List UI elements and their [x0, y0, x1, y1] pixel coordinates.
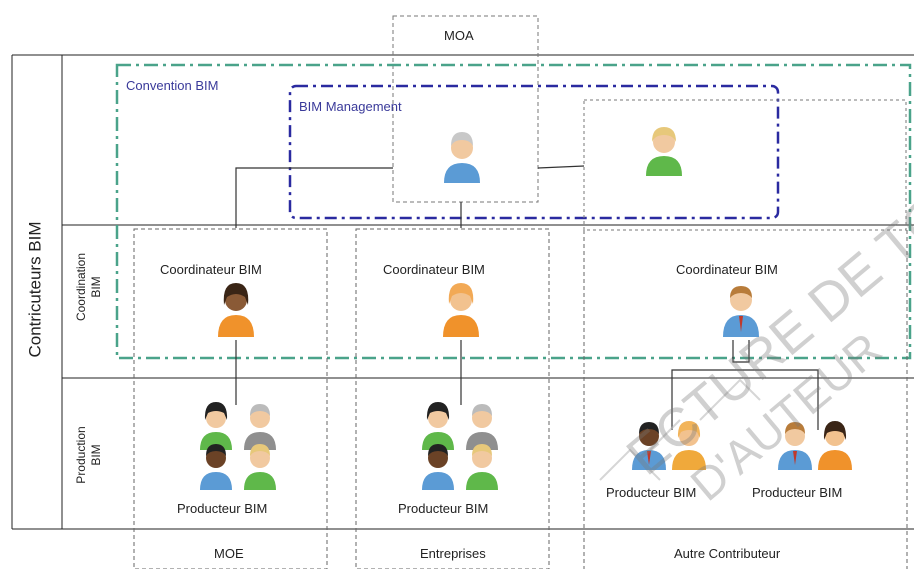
producer-moe-label: Producteur BIM	[177, 501, 268, 516]
other-manager-box	[583, 99, 907, 231]
column-label-autre: Autre Contributeur	[674, 546, 781, 561]
other-manager-icon	[646, 127, 682, 176]
coordinator-entreprises-icon	[443, 283, 479, 337]
connector-moa-moe	[235, 167, 393, 228]
contributors-label: Contricuteurs BIM	[25, 221, 45, 358]
producer-autre-right-label: Producteur BIM	[752, 485, 843, 500]
convention-box	[115, 63, 912, 360]
connector-moa-other	[537, 165, 585, 169]
convention-label: Convention BIM	[126, 78, 219, 93]
coordinator-autre-icon	[723, 286, 759, 337]
management-box	[288, 84, 780, 220]
connector-autre-producers	[671, 369, 819, 430]
producers-moe-icon	[200, 402, 276, 490]
column-moe-box	[133, 228, 328, 569]
row-label-production: Production BIM	[74, 426, 103, 484]
moa-box	[392, 15, 539, 203]
column-label-entreprises: Entreprises	[420, 546, 486, 561]
producers-autre-right-icon	[778, 421, 852, 470]
producers-entreprises-icon	[422, 402, 498, 490]
producers-autre-left-icon	[632, 421, 706, 470]
row-label-coordination: Coordination BIM	[74, 252, 103, 322]
column-entreprises-box	[355, 228, 550, 569]
producer-entreprises-label: Producteur BIM	[398, 501, 489, 516]
management-label: BIM Management	[299, 99, 402, 114]
moa-person-icon	[444, 132, 480, 183]
coordinator-moe-label: Coordinateur BIM	[160, 262, 262, 277]
coordinator-moe-icon	[218, 283, 254, 337]
moa-label: MOA	[444, 28, 474, 43]
column-label-moe: MOE	[214, 546, 244, 561]
coordinator-autre-label: Coordinateur BIM	[676, 262, 778, 277]
coordinator-entreprises-label: Coordinateur BIM	[383, 262, 485, 277]
producer-autre-left-label: Producteur BIM	[606, 485, 697, 500]
connector-autre-split	[732, 340, 750, 363]
